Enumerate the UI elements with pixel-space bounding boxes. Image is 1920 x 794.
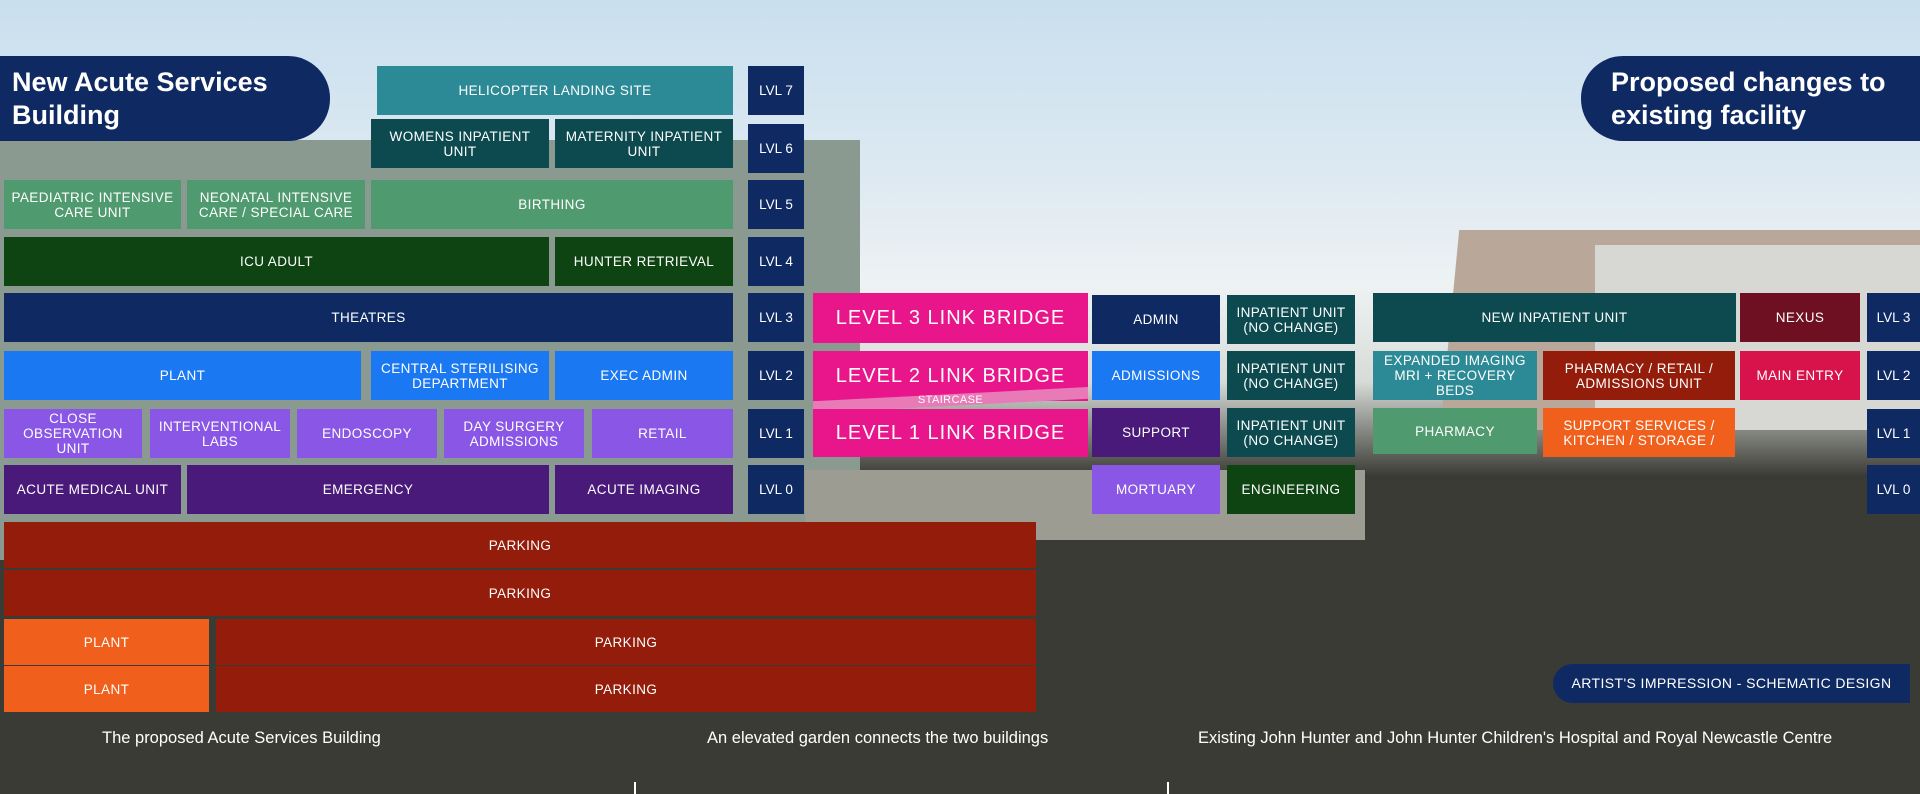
day-surgery-admissions: DAY SURGERY ADMISSIONS <box>444 409 584 458</box>
interventional-labs: INTERVENTIONAL LABS <box>150 409 290 458</box>
parking-b3: PARKING <box>216 619 1036 665</box>
inpatient-unit-no-change-3: INPATIENT UNIT (NO CHANGE) <box>1227 295 1355 344</box>
caption-divider-2 <box>1167 782 1169 794</box>
mortuary: MORTUARY <box>1092 465 1220 514</box>
icu-adult: ICU ADULT <box>4 237 549 286</box>
hunter-retrieval: HUNTER RETRIEVAL <box>555 237 733 286</box>
level-label-2-right: LVL 2 <box>1867 351 1920 400</box>
plant-b3: PLANT <box>4 619 209 665</box>
inpatient-unit-no-change-1: INPATIENT UNIT (NO CHANGE) <box>1227 408 1355 457</box>
plant-level-2: PLANT <box>4 351 361 400</box>
neonatal-intensive-care: NEONATAL INTENSIVE CARE / SPECIAL CARE <box>187 180 365 229</box>
caption-elevated-garden: An elevated garden connects the two buil… <box>707 729 1049 747</box>
maternity-inpatient-unit: MATERNITY INPATIENT UNIT <box>555 119 733 168</box>
level-label-0: LVL 0 <box>748 465 804 514</box>
level-label-3: LVL 3 <box>748 293 804 342</box>
caption-existing-hospital: Existing John Hunter and John Hunter Chi… <box>1198 729 1833 747</box>
plant-b4: PLANT <box>4 666 209 712</box>
level-label-7: LVL 7 <box>748 66 804 115</box>
artists-impression-badge: ARTIST'S IMPRESSION - SCHEMATIC DESIGN <box>1553 664 1910 703</box>
caption-divider-1 <box>634 782 636 794</box>
main-entry: MAIN ENTRY <box>1740 351 1860 400</box>
admin-existing: ADMIN <box>1092 295 1220 344</box>
acute-medical-unit: ACUTE MEDICAL UNIT <box>4 465 181 514</box>
level-label-1: LVL 1 <box>748 409 804 458</box>
emergency: EMERGENCY <box>187 465 549 514</box>
central-sterilising-department: CENTRAL STERILISING DEPARTMENT <box>371 351 549 400</box>
paediatric-icu: PAEDIATRIC INTENSIVE CARE UNIT <box>4 180 181 229</box>
admissions: ADMISSIONS <box>1092 351 1220 400</box>
theatres: THEATRES <box>4 293 733 342</box>
level-3-link-bridge: LEVEL 3 LINK BRIDGE <box>813 293 1088 343</box>
level-1-link-bridge: LEVEL 1 LINK BRIDGE <box>813 409 1088 457</box>
close-observation-unit: CLOSE OBSERVATION UNIT <box>4 409 142 458</box>
expanded-imaging: EXPANDED IMAGING MRI + RECOVERY BEDS <box>1373 351 1537 400</box>
support-existing: SUPPORT <box>1092 408 1220 457</box>
level-label-1-right: LVL 1 <box>1867 409 1920 458</box>
retail-level-1: RETAIL <box>592 409 733 458</box>
parking-b2: PARKING <box>4 570 1036 616</box>
engineering: ENGINEERING <box>1227 465 1355 514</box>
acute-imaging: ACUTE IMAGING <box>555 465 733 514</box>
caption-new-building: The proposed Acute Services Building <box>102 729 381 747</box>
level-label-4: LVL 4 <box>748 237 804 286</box>
parking-b1: PARKING <box>4 522 1036 568</box>
pharmacy-retail-admissions: PHARMACY / RETAIL / ADMISSIONS UNIT <box>1543 351 1735 400</box>
level-label-5: LVL 5 <box>748 180 804 229</box>
nexus: NEXUS <box>1740 293 1860 342</box>
existing-facility-title: Proposed changes to existing facility <box>1581 56 1920 141</box>
womens-inpatient-unit: WOMENS INPATIENT UNIT <box>371 119 549 168</box>
endoscopy: ENDOSCOPY <box>297 409 437 458</box>
parking-b4: PARKING <box>216 666 1036 712</box>
exec-admin: EXEC ADMIN <box>555 351 733 400</box>
helicopter-landing-site: HELICOPTER LANDING SITE <box>377 66 733 115</box>
level-label-0-right: LVL 0 <box>1867 465 1920 514</box>
new-inpatient-unit: NEW INPATIENT UNIT <box>1373 293 1736 342</box>
birthing: BIRTHING <box>371 180 733 229</box>
support-services-kitchen-storage: SUPPORT SERVICES / KITCHEN / STORAGE / <box>1543 408 1735 457</box>
new-building-title: New Acute Services Building <box>0 56 330 141</box>
level-label-2: LVL 2 <box>748 351 804 400</box>
level-label-3-right: LVL 3 <box>1867 293 1920 342</box>
pharmacy-existing: PHARMACY <box>1373 408 1537 454</box>
inpatient-unit-no-change-2: INPATIENT UNIT (NO CHANGE) <box>1227 351 1355 400</box>
level-label-6: LVL 6 <box>748 124 804 173</box>
